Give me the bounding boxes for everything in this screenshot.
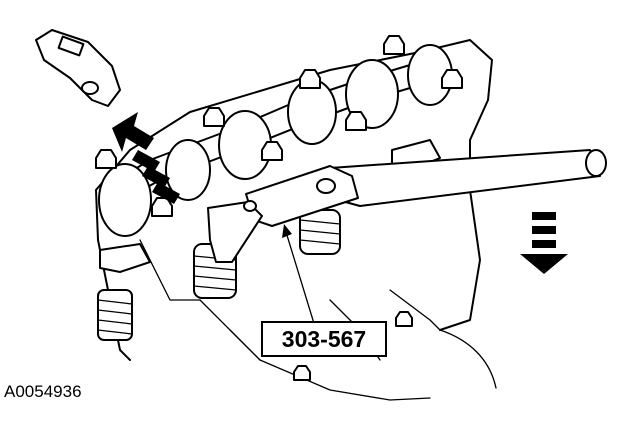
removal-direction-arrow <box>112 112 180 204</box>
hex-bolt <box>151 197 173 217</box>
hex-bolt <box>261 141 283 161</box>
hex-bolt <box>293 365 311 381</box>
valve-spring <box>299 209 341 255</box>
cam-lobe <box>98 163 152 237</box>
callout-leader-line <box>285 231 317 331</box>
push-down-arrow <box>520 212 568 274</box>
hex-bolt <box>345 111 367 131</box>
hex-bolt <box>395 311 413 327</box>
callout-leader-arrowhead <box>282 224 292 238</box>
hex-bolt <box>441 69 463 89</box>
cam-lobe <box>287 79 337 145</box>
hex-bolt <box>95 149 117 169</box>
tool-callout: 303-567 <box>261 321 387 357</box>
rocker-arm <box>99 243 151 273</box>
cylinder-head <box>95 39 497 401</box>
removed-rocker-arm <box>35 29 121 107</box>
hex-bolt <box>383 35 405 55</box>
hex-bolt <box>299 69 321 89</box>
hex-bolt <box>203 107 225 127</box>
cam-lobe <box>218 110 272 180</box>
tool-callout-label: 303-567 <box>282 326 366 352</box>
cam-lobe <box>165 139 211 201</box>
bearing-cap-bolts <box>95 35 463 381</box>
camshaft <box>98 44 453 237</box>
figure-id: A0054936 <box>4 382 82 401</box>
special-tool-303-567 <box>207 149 607 263</box>
valve-spring <box>97 289 133 341</box>
